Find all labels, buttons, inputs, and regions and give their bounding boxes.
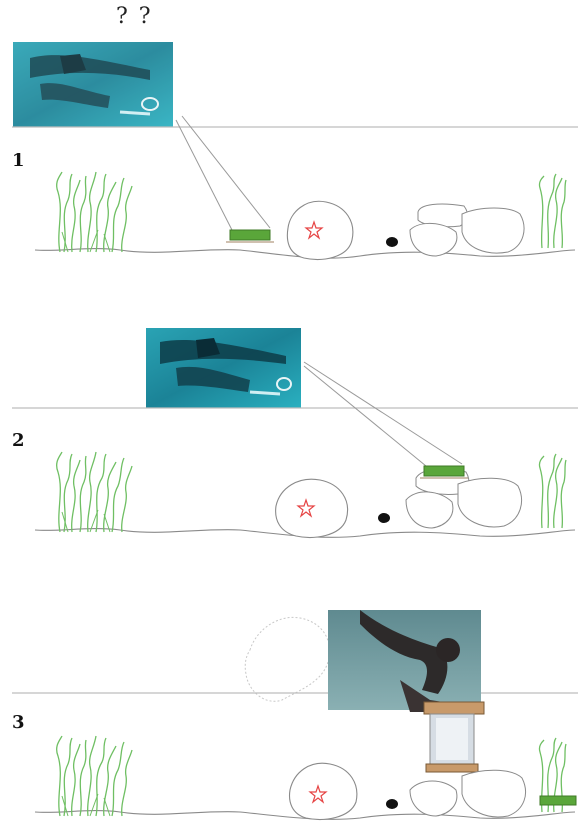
sampling-frame <box>424 702 484 772</box>
lifted-rock-outline <box>245 617 329 701</box>
tag-marker-1 <box>226 230 274 242</box>
callout-line <box>176 120 232 230</box>
callout-line <box>304 362 462 464</box>
diver-photo-2 <box>146 328 301 408</box>
callout-line <box>182 116 270 228</box>
rock <box>287 201 353 259</box>
seagrass <box>539 174 566 248</box>
sea-urchin-icon <box>386 237 398 247</box>
diver-photo-1 <box>13 42 173 127</box>
seagrass <box>57 172 132 252</box>
rock-pile <box>410 204 524 256</box>
seagrass <box>57 452 132 532</box>
sea-urchin-icon <box>378 513 390 523</box>
sea-urchin-icon <box>386 799 398 809</box>
tag-marker-2 <box>420 466 468 478</box>
callout-line <box>304 366 426 466</box>
seagrass <box>57 736 132 816</box>
rock <box>290 763 357 819</box>
diver-photo-3 <box>328 610 481 712</box>
seagrass <box>539 454 566 528</box>
rock-pile <box>410 770 526 817</box>
tag-marker-3 <box>540 796 576 805</box>
